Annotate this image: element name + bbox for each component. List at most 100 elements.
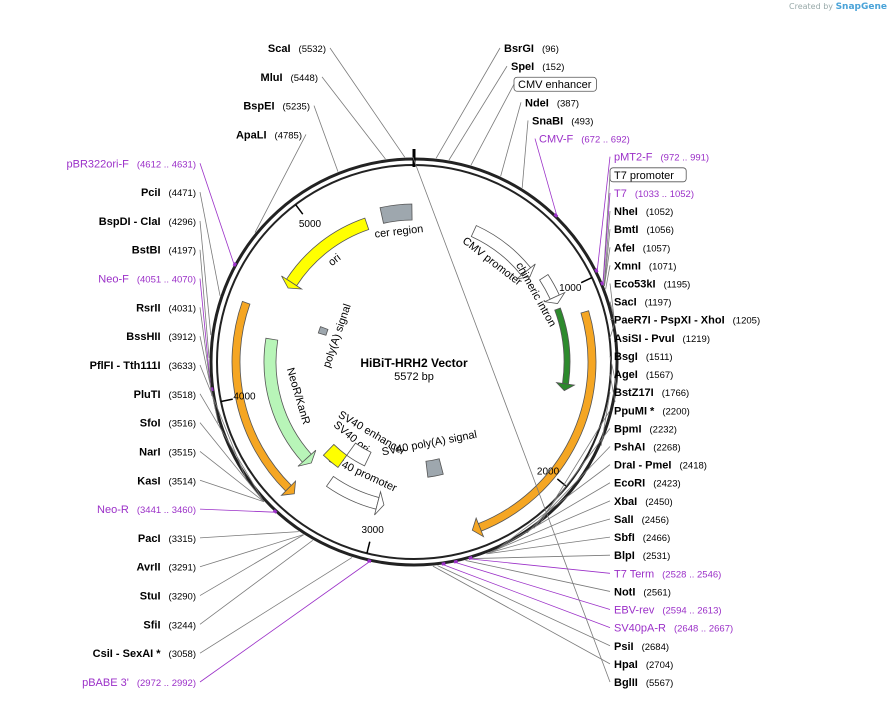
- leader-line: [609, 355, 618, 390]
- site-label: BstBI(4197): [132, 245, 196, 257]
- site-position: (972 .. 991): [661, 153, 710, 164]
- site-name: SV40pA-R: [614, 623, 666, 635]
- tick-mark: [220, 398, 233, 403]
- site-sfii: SfiI(3244): [143, 539, 314, 631]
- site-csii-sexai: CsiI - SexAI *(3058): [93, 557, 353, 660]
- leader-line: [533, 428, 611, 529]
- site-position: (2561): [643, 587, 670, 598]
- primer-pbabe-3: pBABE 3'(2972 .. 2992): [82, 559, 372, 689]
- site-ecori: EcoRI(2423): [495, 478, 681, 551]
- leader-line: [199, 422, 264, 502]
- leader-line: [199, 249, 210, 358]
- callout-box: [609, 167, 687, 183]
- leader-line: [470, 558, 611, 574]
- site-position: (1052): [646, 207, 673, 218]
- leader-line: [603, 210, 611, 286]
- site-label: pMT2-F(972 .. 991): [614, 152, 709, 164]
- site-name: PaeR7I - PspXI - XhoI: [614, 315, 725, 327]
- site-name: BpmI: [614, 423, 642, 435]
- leader-line: [495, 482, 611, 551]
- site-name: AfeI: [614, 242, 635, 254]
- site-label: CMV enhancer: [518, 79, 592, 91]
- site-position: (493): [571, 116, 593, 127]
- site-drai-pmei: DraI - PmeI(2418): [496, 460, 707, 550]
- site-position: (152): [542, 62, 564, 73]
- site-pflfi-tth111i: PflFI - Tth111I(3633): [90, 360, 248, 481]
- leader-line: [329, 47, 406, 158]
- site-agei: AgeI(1567): [609, 369, 673, 403]
- site-label: PacI(3315): [138, 533, 196, 545]
- tick-mark: [294, 204, 304, 215]
- feature-arrowhead: [543, 291, 566, 304]
- leader-line: [432, 565, 611, 665]
- site-name: BsgI: [614, 351, 638, 363]
- site-label: Neo-F(4051 .. 4070): [98, 274, 196, 286]
- leader-line: [603, 229, 611, 286]
- site-spei: SpeI(152): [448, 61, 564, 161]
- site-label: EBV-rev(2594 .. 2613): [614, 605, 722, 617]
- site-name: HpaI: [614, 659, 638, 671]
- site-name: MluI: [261, 72, 283, 84]
- leader-line: [321, 76, 386, 160]
- site-sfoi: SfoI(3516): [140, 418, 264, 502]
- site-name: BssHII: [126, 331, 160, 343]
- site-label: SacI(1197): [614, 297, 671, 309]
- site-name: SfiI: [143, 619, 160, 631]
- site-name: DraI - PmeI: [614, 460, 671, 472]
- leader-line: [313, 105, 339, 172]
- primer-mark: [441, 562, 446, 566]
- leader-line: [199, 278, 212, 390]
- site-labels: BsrGI(96)SpeI(152)CMV enhancerNdeI(387)S…: [66, 43, 760, 689]
- site-position: (3516): [169, 419, 196, 430]
- tick-label: 4000: [233, 392, 256, 403]
- site-position: (2528 .. 2546): [662, 569, 721, 580]
- site-position: (3441 .. 3460): [137, 505, 196, 516]
- callout-box: [513, 76, 597, 92]
- site-position: (1219): [683, 334, 710, 345]
- snapgene-watermark: Created by SnapGene: [789, 2, 887, 12]
- tick-mark: [366, 541, 371, 554]
- site-label: DraI - PmeI(2418): [614, 460, 707, 472]
- site-name: T7: [614, 188, 627, 200]
- site-position: (2466): [643, 533, 670, 544]
- site-nari: NarI(3515): [139, 446, 265, 502]
- site-position: (3633): [169, 361, 196, 372]
- leader-line: [199, 557, 353, 654]
- site-label: NdeI(387): [525, 97, 579, 109]
- site-label: BglII(5567): [614, 677, 673, 689]
- site-position: (2704): [646, 660, 673, 671]
- site-position: (2450): [645, 497, 672, 508]
- feature-shape: [477, 310, 597, 532]
- site-stui: StuI(3290): [140, 534, 304, 603]
- site-label: NarI(3515): [139, 446, 196, 458]
- site-position: (1057): [643, 243, 670, 254]
- site-position: (2594 .. 2613): [662, 606, 721, 617]
- leader-line: [199, 451, 265, 502]
- primer-mark: [367, 559, 372, 563]
- site-hpai: HpaI (2704): [432, 565, 673, 671]
- feature-arrowhead: [471, 516, 485, 538]
- leader-line: [596, 156, 611, 271]
- primer-sv40pa-r: SV40pA-R (2648 .. 2667): [441, 562, 733, 635]
- site-name: PciI: [141, 187, 161, 199]
- feature-ori: ori: [281, 217, 370, 290]
- site-label: SpeI(152): [511, 61, 564, 73]
- site-label: SbfI(2466): [614, 532, 670, 544]
- site-xmni: XmnI(1071): [605, 260, 676, 290]
- site-bstbi: BstBI(4197): [132, 245, 210, 358]
- site-name: T7 Term: [614, 568, 654, 580]
- leader-line: [472, 554, 611, 559]
- site-name: AvrII: [136, 562, 160, 574]
- site-position: (2648 .. 2667): [674, 624, 733, 635]
- site-position: (4785): [275, 130, 302, 141]
- site-name: ApaLI: [236, 129, 267, 141]
- leader-line: [455, 562, 611, 610]
- site-name: T7 promoter: [614, 170, 674, 182]
- site-position: (1766): [662, 388, 689, 399]
- leader-line: [609, 373, 616, 403]
- site-label: ScaI(5532): [268, 43, 326, 55]
- site-label: EcoRI(2423): [614, 478, 681, 490]
- leader-line: [609, 318, 615, 321]
- primer-mark: [453, 559, 458, 564]
- site-name: XmnI: [614, 260, 641, 272]
